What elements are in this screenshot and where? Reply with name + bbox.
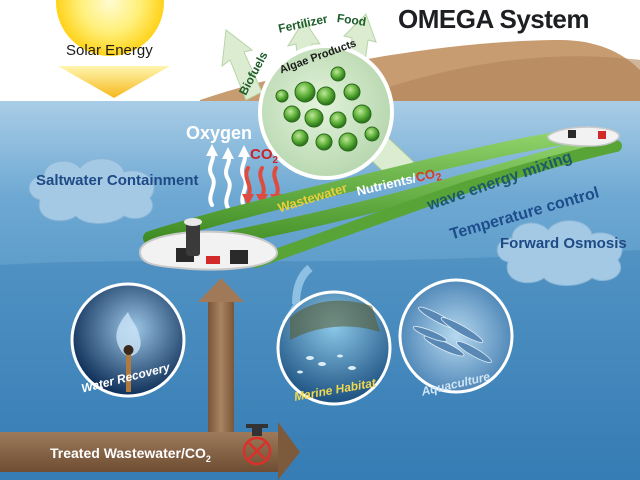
wavy-arrow-icon: [208, 150, 248, 210]
diagram-title: OMEGA System: [398, 4, 589, 34]
solar-energy-label: Solar Energy: [66, 42, 153, 59]
co2-label: CO2: [250, 146, 279, 166]
sun-icon: [56, 0, 164, 56]
saltwater-containment-label: Saltwater Containment: [36, 172, 199, 189]
oxygen-label: Oxygen: [186, 123, 253, 143]
valve-icon: [242, 424, 272, 466]
forward-osmosis-label: Forward Osmosis: [500, 235, 627, 252]
treated-wastewater-label: Treated Wastewater/CO2: [50, 445, 211, 464]
